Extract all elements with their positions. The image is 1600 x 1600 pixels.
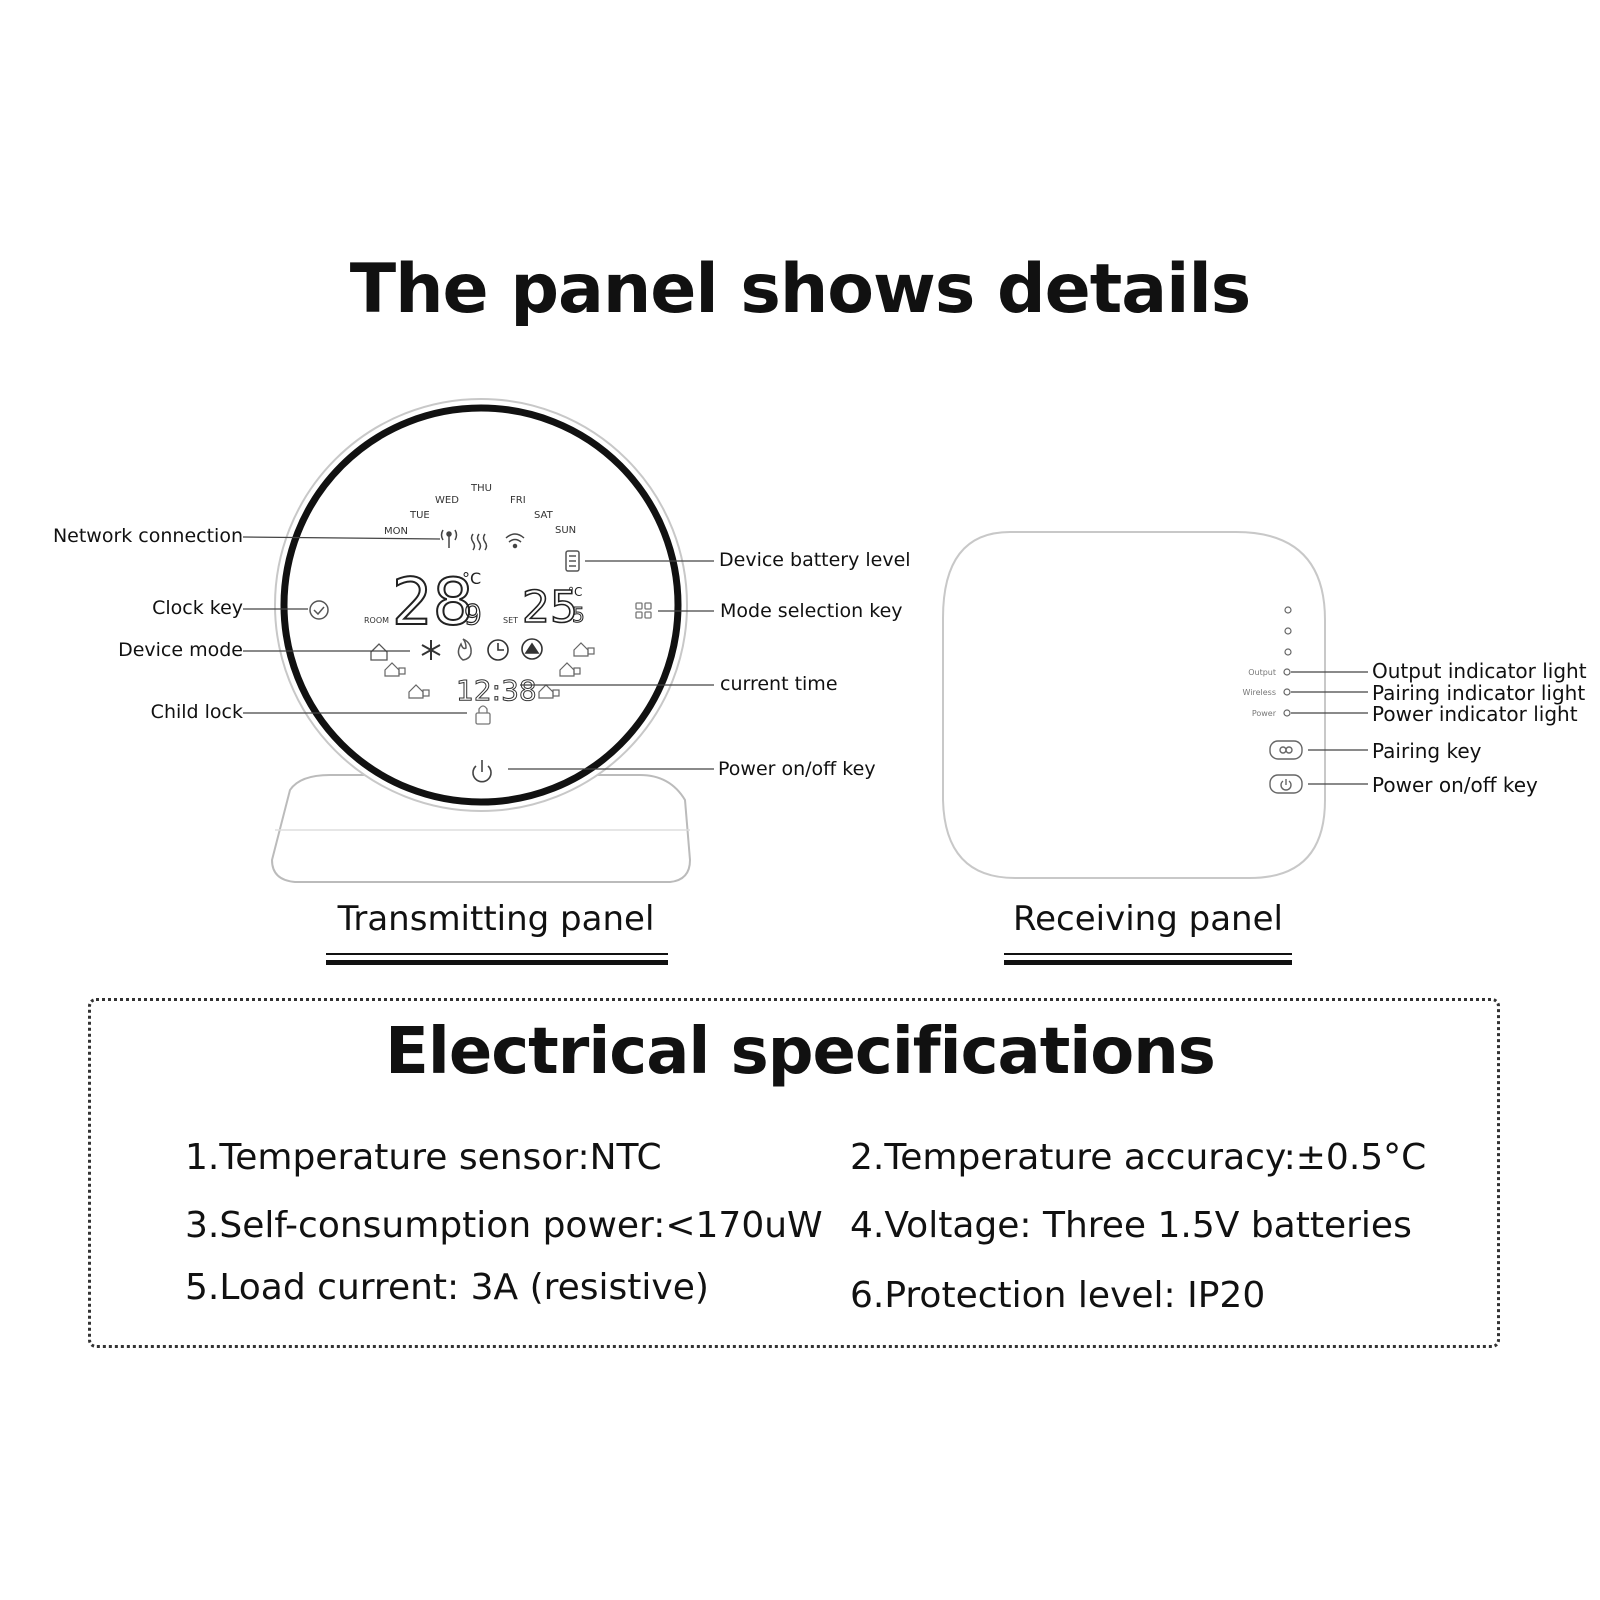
day-sat: SAT bbox=[534, 510, 554, 521]
network-connection-label: Network connection bbox=[52, 525, 243, 547]
pairing-key-label: Pairing key bbox=[1372, 739, 1482, 763]
device-display-ring bbox=[280, 404, 682, 806]
current-time-display: 12:38 bbox=[456, 674, 537, 707]
room-temperature-unit: °C bbox=[462, 569, 481, 588]
set-temperature-unit: °C bbox=[568, 585, 582, 599]
receiver-power-key-label: Power on/off key bbox=[1372, 773, 1538, 797]
house-schedule-icon-4 bbox=[408, 684, 430, 699]
wifi-icon bbox=[505, 533, 525, 549]
led-1-icon bbox=[1284, 606, 1292, 614]
set-label: SET bbox=[503, 616, 518, 625]
output-indicator-label: Output indicator light bbox=[1372, 659, 1587, 683]
battery-icon bbox=[565, 550, 580, 572]
spec-item-5: 5.Load current: 3A (resistive) bbox=[185, 1267, 709, 1308]
day-wed: WED bbox=[435, 495, 459, 506]
house-schedule-icon-2 bbox=[384, 662, 406, 677]
transmitting-caption-rule-thin bbox=[326, 953, 668, 955]
transmitting-caption-rule-thick bbox=[326, 960, 668, 965]
room-temperature-decimal: 9 bbox=[464, 598, 482, 631]
specifications-title: Electrical specifications bbox=[385, 1015, 1216, 1089]
auto-mode-icon bbox=[521, 638, 543, 660]
antenna-icon bbox=[440, 529, 458, 548]
receiving-panel-caption: Receiving panel bbox=[1013, 899, 1283, 939]
clock-key-label: Clock key bbox=[152, 597, 243, 619]
transmitting-panel-illustration: MON TUE WED THU FRI SAT SUN bbox=[242, 398, 714, 883]
stand-base bbox=[270, 774, 692, 883]
snowflake-icon bbox=[421, 640, 441, 660]
child-lock-label: Child lock bbox=[150, 701, 243, 723]
transmitting-panel-caption: Transmitting panel bbox=[337, 899, 655, 939]
mode-selection-key-label: Mode selection key bbox=[720, 600, 903, 622]
lock-icon bbox=[475, 705, 491, 725]
pairing-indicator-label: Pairing indicator light bbox=[1372, 681, 1586, 705]
day-fri: FRI bbox=[510, 495, 526, 506]
day-tue: TUE bbox=[409, 510, 430, 521]
day-sun: SUN bbox=[555, 525, 576, 536]
device-battery-level-label: Device battery level bbox=[719, 549, 911, 571]
house-schedule-icon-3 bbox=[559, 662, 581, 677]
clock-icon bbox=[487, 639, 509, 661]
current-time-label: current time bbox=[720, 673, 838, 695]
led-3-icon bbox=[1284, 648, 1292, 656]
wireless-led-icon bbox=[1283, 688, 1291, 696]
power-key-icon[interactable] bbox=[472, 760, 492, 783]
spec-item-3: 3.Self-consumption power:<170uW bbox=[185, 1205, 823, 1246]
led-2-icon bbox=[1284, 627, 1292, 635]
receiving-caption-rule-thin bbox=[1004, 953, 1292, 955]
room-label: ROOM bbox=[364, 616, 389, 625]
led-label-wireless: Wireless bbox=[1243, 688, 1276, 697]
house-schedule-icon-5 bbox=[538, 684, 560, 699]
power-key-label: Power on/off key bbox=[718, 758, 876, 780]
house-schedule-icon-1 bbox=[573, 642, 595, 657]
device-mode-label: Device mode bbox=[118, 639, 243, 661]
mode-selection-key-icon[interactable] bbox=[635, 602, 652, 619]
flame-icon bbox=[457, 638, 472, 661]
house-mode-icon bbox=[370, 643, 388, 661]
receiver-power-key-button[interactable] bbox=[1269, 774, 1303, 794]
day-mon: MON bbox=[384, 526, 408, 537]
spec-item-4: 4.Voltage: Three 1.5V batteries bbox=[850, 1205, 1412, 1246]
page-title: The panel shows details bbox=[349, 250, 1252, 329]
spec-item-6: 6.Protection level: IP20 bbox=[850, 1275, 1266, 1316]
heating-waves-icon bbox=[470, 533, 488, 551]
pairing-key-button[interactable] bbox=[1269, 740, 1303, 760]
led-label-power: Power bbox=[1252, 709, 1277, 718]
room-temperature: 28 bbox=[392, 566, 473, 640]
receiver-body bbox=[942, 531, 1326, 879]
specifications-box bbox=[88, 998, 1500, 1348]
output-led-icon bbox=[1283, 668, 1291, 676]
transmitting-leader-lines bbox=[242, 536, 714, 770]
power-led-icon bbox=[1283, 709, 1291, 717]
day-thu: THU bbox=[470, 483, 492, 494]
receiving-caption-rule-thick bbox=[1004, 960, 1292, 965]
spec-item-1: 1.Temperature sensor:NTC bbox=[185, 1137, 662, 1178]
power-indicator-label: Power indicator light bbox=[1372, 702, 1578, 726]
clock-key-icon[interactable] bbox=[309, 600, 329, 620]
spec-item-2: 2.Temperature accuracy:±0.5°C bbox=[850, 1137, 1427, 1178]
set-temperature-decimal: 5 bbox=[572, 603, 585, 627]
led-label-output: Output bbox=[1248, 668, 1276, 677]
set-temperature: 25 bbox=[522, 582, 578, 633]
receiving-leader-lines bbox=[1291, 671, 1368, 785]
receiving-panel-illustration: Output Wireless Power bbox=[942, 531, 1368, 879]
